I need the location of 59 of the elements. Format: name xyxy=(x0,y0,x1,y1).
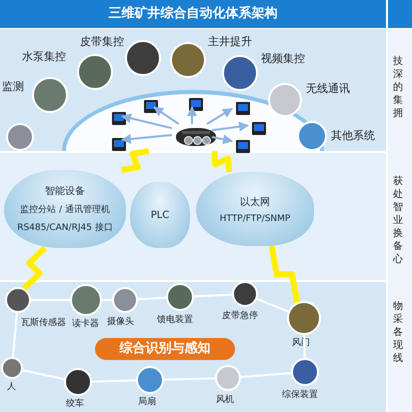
connector-line xyxy=(92,379,136,383)
title-text: 三维矿井综合自动化体系架构 xyxy=(108,7,278,20)
cloud-label: 以太网 xyxy=(240,196,270,208)
device-label: 摄像头 xyxy=(107,316,134,329)
device-label: 人 xyxy=(7,381,16,394)
server-icon xyxy=(176,128,216,146)
connector-line xyxy=(22,369,65,380)
description-text: 技深的集拥 xyxy=(393,55,404,120)
description-text: 物采各现线 xyxy=(393,300,404,365)
device-label: 风机 xyxy=(216,394,234,407)
arrow xyxy=(153,106,180,125)
system-label: 无线通讯 xyxy=(306,82,350,95)
cloud-label: RS485/CAN/RJ45 接口 xyxy=(17,222,113,234)
monitor-icon xyxy=(112,138,126,151)
arrow xyxy=(212,122,249,132)
device-label: 风门 xyxy=(292,337,310,350)
system-label: 主井提升 xyxy=(208,35,252,48)
connector-line xyxy=(12,312,18,358)
device-label: 绞车 xyxy=(66,398,84,411)
cloud-label: PLC xyxy=(150,210,170,220)
connector-line xyxy=(240,372,292,378)
monitor-icon xyxy=(112,112,126,125)
device-label: 皮带急停 xyxy=(222,310,258,323)
monitor-icon xyxy=(236,140,250,153)
device-label: 馈电装置 xyxy=(157,314,193,327)
lightning-bolt xyxy=(120,148,150,173)
system-label: 视频集控 xyxy=(261,52,305,65)
device-label: 瓦斯传感器 xyxy=(21,317,66,330)
monitor-icon xyxy=(236,102,250,115)
connector-line xyxy=(164,377,216,381)
lightning-bolt xyxy=(268,245,300,304)
system-label: 其他系统 xyxy=(331,129,375,142)
description-text: 获处智业换备心 xyxy=(393,175,404,266)
cloud-label: 监控分站 / 通讯管理机 xyxy=(20,204,110,216)
arrow xyxy=(121,134,172,144)
cloud-label: HTTP/FTP/SNMP xyxy=(220,214,290,224)
connector-line xyxy=(31,299,70,301)
device-label: 局扇 xyxy=(138,396,156,409)
lightning-bolt xyxy=(22,246,47,291)
monitor-icon xyxy=(252,122,266,135)
device-label: 综保装置 xyxy=(282,389,318,402)
monitor-icon xyxy=(144,100,158,113)
arrow xyxy=(212,134,233,144)
arrow xyxy=(187,106,197,124)
system-label: 监测 xyxy=(2,80,24,93)
arrow xyxy=(206,108,233,125)
connector-line xyxy=(303,334,306,358)
connector-line xyxy=(256,298,289,313)
connector-line xyxy=(138,296,166,300)
connector-line xyxy=(102,299,112,301)
arrow xyxy=(121,113,172,130)
lightning-bolt xyxy=(211,150,232,172)
section-banner: 综合识别与感知 xyxy=(95,338,235,360)
connector-line xyxy=(194,294,232,298)
system-label: 水泵集控 xyxy=(22,50,66,63)
device-label: 读卡器 xyxy=(72,318,99,331)
cloud-label: 智能设备 xyxy=(45,184,85,198)
monitor-icon xyxy=(189,98,203,111)
system-label: 皮带集控 xyxy=(80,35,124,48)
